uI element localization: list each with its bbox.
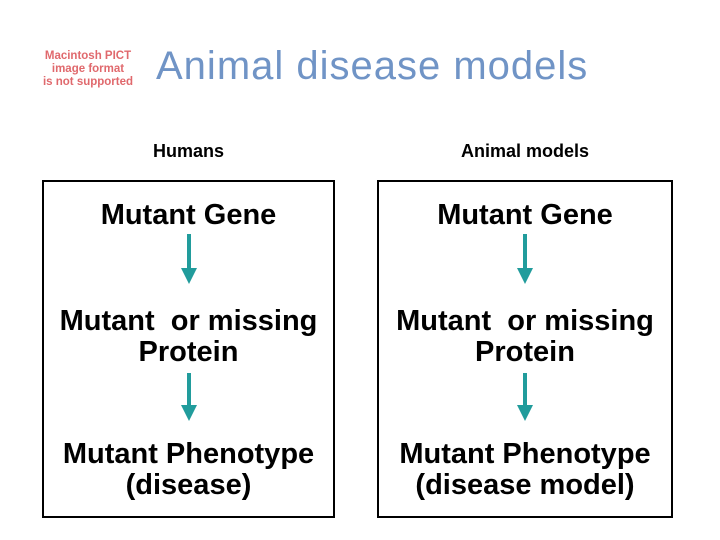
flow-step-mutant-phenotype-model: Mutant Phenotype (disease model) bbox=[399, 438, 651, 501]
flow-box-animal-models: Mutant Gene Mutant or missing Protein Mu… bbox=[377, 180, 673, 518]
down-arrow-icon bbox=[180, 373, 197, 421]
flow-step-mutant-phenotype: Mutant Phenotype (disease) bbox=[62, 438, 315, 501]
down-arrow-icon bbox=[517, 234, 533, 284]
flow-box-humans: Mutant Gene Mutant or missing Protein Mu… bbox=[42, 180, 335, 518]
column-header-humans: Humans bbox=[152, 141, 224, 161]
down-arrow-icon bbox=[180, 234, 197, 284]
down-arrow-icon bbox=[517, 373, 533, 421]
flow-step-mutant-gene: Mutant Gene bbox=[100, 199, 277, 231]
pict-placeholder-text: Macintosh PICT image format is not suppo… bbox=[18, 50, 158, 89]
pict-placeholder-line: Macintosh PICT bbox=[44, 50, 132, 62]
slide-title: Animal disease models bbox=[156, 44, 589, 88]
flow-step-mutant-protein: Mutant or missing Protein bbox=[59, 305, 318, 368]
pict-placeholder-line: is not supported bbox=[42, 76, 134, 88]
flow-step-mutant-protein: Mutant or missing Protein bbox=[396, 305, 654, 368]
column-header-animal-models: Animal models bbox=[460, 141, 590, 161]
pict-placeholder-line: image format bbox=[51, 63, 125, 75]
flow-step-mutant-gene: Mutant Gene bbox=[437, 199, 613, 231]
